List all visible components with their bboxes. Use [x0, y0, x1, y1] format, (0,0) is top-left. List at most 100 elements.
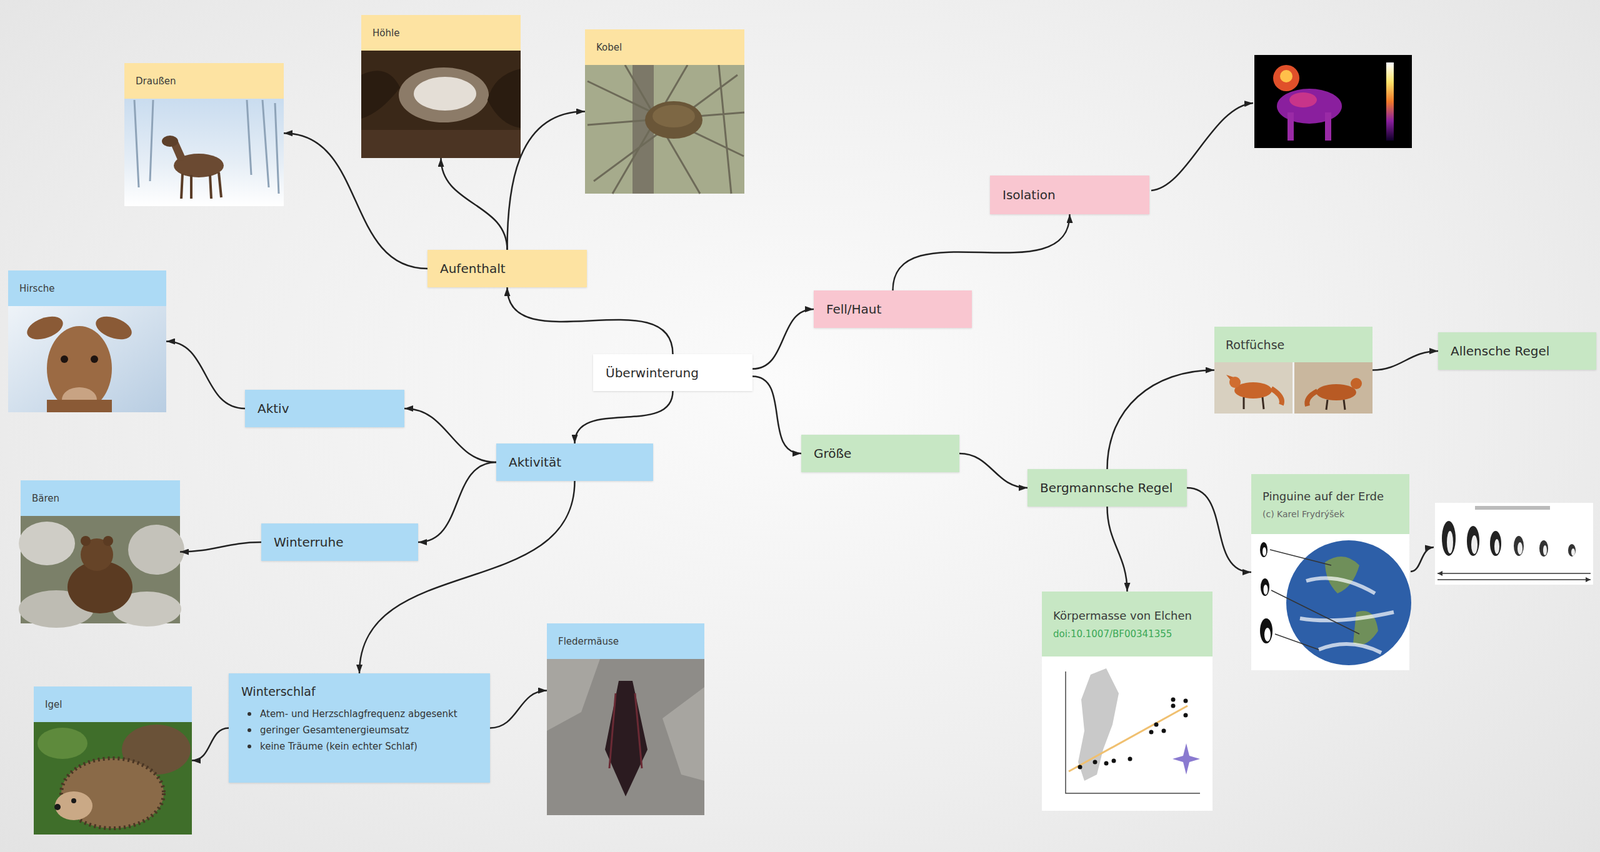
cave-photo-part — [413, 76, 477, 111]
card-header: Höhle — [361, 15, 521, 51]
card-header: Fledermäuse — [546, 623, 705, 660]
drey-nest-photo-part — [585, 65, 745, 194]
card-title: Rotfüchse — [1225, 338, 1362, 352]
connector-arrow — [507, 287, 674, 355]
red-fox-photos-part — [1316, 384, 1357, 401]
cave-photo-part — [361, 50, 521, 159]
node-label: Allensche Regel — [1450, 343, 1584, 359]
topic-box: Aktiv — [245, 390, 405, 428]
photo-card: Fledermäuse — [546, 623, 705, 816]
note-box: WinterschlafAtem- und Herzschlagfrequenz… — [228, 673, 490, 784]
bear-photo-part — [103, 536, 114, 547]
connector-arrow — [166, 341, 245, 410]
moose-mass-chart-part — [1041, 656, 1213, 812]
card-title: Fledermäuse — [558, 636, 694, 648]
hedgehog-photo-part — [71, 798, 77, 804]
moose-mass-chart-part — [1149, 730, 1154, 735]
photo-card: Bären — [20, 480, 180, 624]
node-label: Fell/Haut — [826, 301, 960, 317]
bullet-text: keine Träume (kein echter Schlaf) — [260, 741, 418, 753]
deer-portrait-photo-part — [46, 400, 112, 413]
connector-arrow — [490, 691, 547, 729]
thermal-image-part — [1273, 65, 1300, 92]
node-label: Isolation — [1002, 187, 1137, 203]
penguin-size-comparison-image-part — [1513, 536, 1524, 557]
topic-box: Größe — [801, 435, 960, 473]
bat-photo-part — [609, 693, 642, 769]
penguin-globe-image-part — [1263, 585, 1269, 595]
penguin-globe-image-part — [1260, 578, 1270, 597]
red-fox-photos-part — [1229, 376, 1241, 389]
bullet-text: geringer Gesamtenergieumsatz — [260, 725, 409, 737]
node-label: Aktivität — [508, 455, 641, 470]
moose-mass-chart-part — [1128, 757, 1133, 762]
bear-photo-part — [80, 536, 91, 547]
hedgehog-photo-part — [54, 804, 61, 811]
card-header: Pinguine auf der Erde(c) Karel Frydrýšek — [1251, 474, 1410, 535]
bear-photo-part — [128, 525, 185, 575]
red-fox-photos-part — [1271, 388, 1282, 405]
bullet-dot — [247, 712, 252, 717]
penguin-size-comparison-image-part — [1543, 545, 1547, 556]
moose-mass-chart-part — [1171, 704, 1176, 709]
cave-photo — [361, 50, 521, 159]
snow-deer-photo-part — [124, 98, 284, 207]
bullet-row: geringer Gesamtenergieumsatz — [241, 725, 478, 737]
moose-mass-chart-part — [1183, 713, 1189, 719]
connector-arrow — [191, 728, 229, 762]
hedgehog-photo — [33, 722, 192, 835]
moose-mass-chart-part — [1171, 698, 1176, 703]
penguin-size-comparison-image-part — [1437, 573, 1591, 580]
drey-nest-photo-part — [652, 105, 695, 128]
penguin-size-comparison-image-part — [1571, 548, 1575, 557]
card-title: Bären — [31, 493, 169, 505]
hedgehog-photo-part — [33, 722, 192, 835]
connector-arrow — [575, 391, 674, 444]
connector-arrow — [359, 481, 575, 674]
snow-deer-photo-part — [134, 100, 279, 194]
photo-card: Rotfüchse — [1214, 326, 1373, 414]
leader-arrows-part — [1151, 103, 1254, 191]
drey-nest-photo — [585, 65, 745, 194]
red-fox-photos-part — [1243, 397, 1264, 410]
moose-mass-chart-part — [1161, 729, 1167, 734]
bullet-dot — [247, 728, 252, 733]
connector-arrow — [752, 376, 802, 454]
card-title: Hirsche — [19, 283, 155, 295]
bullet-text: Atem- und Herzschlagfrequenz abgesenkt — [260, 708, 458, 720]
photo-card: Igel — [33, 686, 192, 835]
bullet-row: Atem- und Herzschlagfrequenz abgesenkt — [241, 708, 478, 720]
card-header: Igel — [33, 686, 192, 723]
deer-portrait-photo-part — [90, 355, 99, 364]
penguin-size-comparison-image-part — [1466, 526, 1480, 557]
topic-box: Aktivität — [496, 443, 654, 482]
penguin-globe-image-part — [1262, 547, 1267, 557]
moose-mass-chart-part — [1065, 671, 1200, 794]
connector-arrow — [441, 158, 508, 250]
topic-box: Bergmannsche Regel — [1027, 469, 1187, 507]
photo-card: Draußen — [124, 63, 284, 207]
topic-box: Allensche Regel — [1438, 332, 1597, 370]
thermal-image-part — [1289, 92, 1317, 108]
bear-photo — [18, 516, 185, 629]
cave-photo-part — [398, 67, 489, 123]
connector-arrow — [1107, 506, 1128, 592]
source-card: Körpermasse von Elchendoi:10.1007/BF0034… — [1041, 591, 1213, 812]
red-fox-photos-part — [1306, 391, 1318, 407]
card-header: Bären — [20, 480, 180, 517]
card-header: Draußen — [124, 63, 284, 99]
penguin-size-comparison-image-part — [1475, 506, 1550, 510]
connector-arrow — [507, 111, 586, 251]
penguin-size-comparison-image-part — [1471, 535, 1478, 555]
card-title: Igel — [45, 699, 181, 711]
moose-mass-chart-part — [1068, 706, 1188, 772]
moose-mass-chart-part — [1093, 760, 1098, 765]
connector-arrow — [893, 214, 1070, 291]
connector-arrow — [283, 133, 428, 269]
red-fox-photos-part — [1350, 378, 1362, 390]
moose-mass-chart-part — [1104, 761, 1109, 767]
topic-box: Aufenthalt — [427, 250, 587, 288]
thermal-image — [1254, 55, 1412, 149]
bear-photo-part — [18, 521, 75, 566]
thermal-image-part — [1386, 62, 1394, 141]
